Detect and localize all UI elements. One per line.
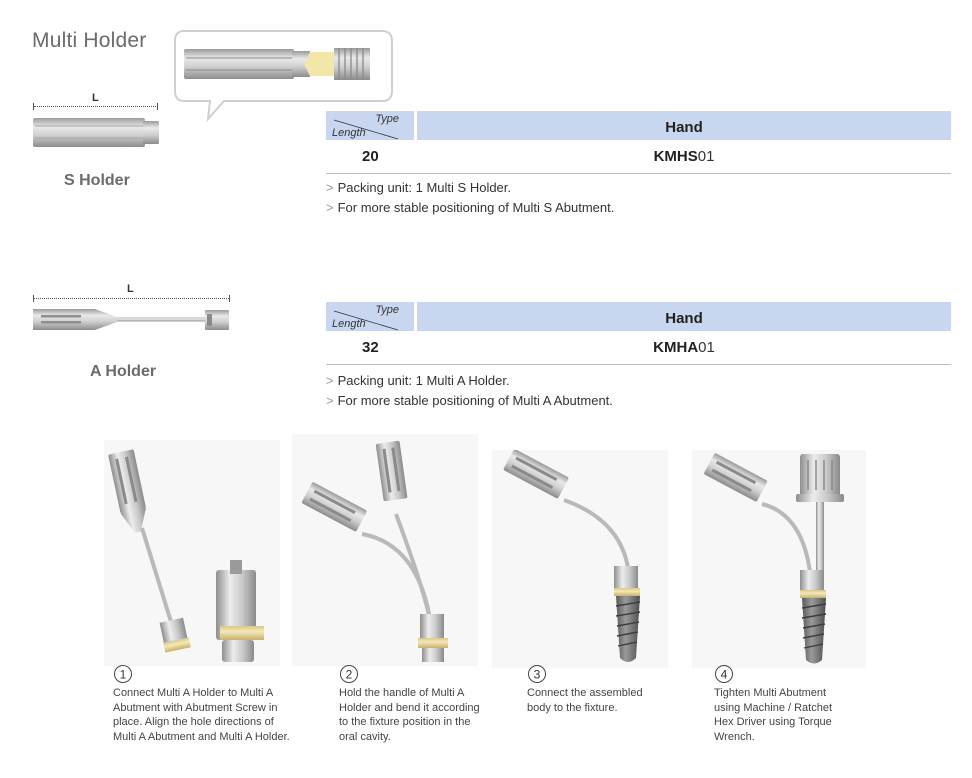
table-corner-cell: Type Length bbox=[326, 302, 414, 331]
note-text: For more stable positioning of Multi A A… bbox=[337, 393, 613, 408]
length-label: Length bbox=[332, 127, 366, 139]
s-holder-image bbox=[33, 116, 161, 155]
a-holder-dim-label: L bbox=[127, 283, 134, 295]
holder-tip-illustration bbox=[174, 30, 393, 123]
step-3-text: Connect the assembled body to the fixtur… bbox=[527, 687, 643, 714]
step-4-illustration bbox=[692, 450, 866, 668]
s-holder-dim-label: L bbox=[92, 92, 99, 104]
row-length: 20 bbox=[362, 148, 379, 165]
svg-text:3: 3 bbox=[534, 668, 541, 682]
s-holder-dim-tick-right bbox=[157, 103, 158, 110]
table-row: 32 KMHA01 bbox=[326, 331, 951, 365]
a-holder-dim-tick-left bbox=[33, 295, 34, 302]
table-corner-cell: Type Length bbox=[326, 111, 414, 140]
note-text: Packing unit: 1 Multi A Holder. bbox=[337, 373, 510, 388]
page-title: Multi Holder bbox=[32, 29, 147, 52]
type-label: Type bbox=[375, 113, 399, 125]
note-marker: > bbox=[326, 180, 334, 195]
svg-text:1: 1 bbox=[120, 668, 127, 682]
a-holder-dim-tick-right bbox=[229, 295, 230, 302]
corner-diagonal bbox=[333, 310, 399, 331]
s-holder-dim-line bbox=[34, 106, 158, 107]
s-note-2: >For more stable positioning of Multi S … bbox=[326, 200, 614, 215]
s-holder-spec-table: Type Length Hand 20 KMHS01 bbox=[326, 111, 951, 174]
table-header: Type Length Hand bbox=[326, 302, 951, 331]
step-4-text: Tighten Multi Abutment using Machine / R… bbox=[714, 687, 833, 743]
step-3-illustration bbox=[492, 449, 668, 668]
step-2-text: Hold the handle of Multi A Holder and be… bbox=[339, 687, 480, 743]
corner-diagonal bbox=[333, 119, 399, 140]
code-suffix: 01 bbox=[697, 148, 715, 165]
type-label: Type bbox=[375, 304, 399, 316]
row-code: KMHA01 bbox=[417, 339, 951, 356]
step-1-number: 1 bbox=[113, 664, 133, 689]
step-2-illustration bbox=[292, 434, 478, 666]
table-header: Type Length Hand bbox=[326, 111, 951, 140]
code-prefix: KMHA bbox=[653, 339, 699, 356]
code-prefix: KMHS bbox=[653, 148, 698, 165]
row-length: 32 bbox=[362, 339, 379, 356]
note-marker: > bbox=[326, 200, 334, 215]
s-holder-name: S Holder bbox=[64, 172, 130, 189]
column-hand: Hand bbox=[417, 302, 951, 331]
note-marker: > bbox=[326, 373, 334, 388]
a-note-2: >For more stable positioning of Multi A … bbox=[326, 393, 613, 408]
s-note-1: >Packing unit: 1 Multi S Holder. bbox=[326, 180, 511, 195]
a-holder-dim-line bbox=[34, 298, 229, 299]
column-hand: Hand bbox=[417, 111, 951, 140]
row-code: KMHS01 bbox=[417, 148, 951, 165]
step-3-number: 3 bbox=[527, 664, 547, 689]
step-1-illustration bbox=[104, 440, 280, 666]
a-holder-image bbox=[33, 306, 233, 339]
holder-tip-callout bbox=[174, 30, 394, 127]
s-holder-dim-tick-left bbox=[33, 103, 34, 110]
a-note-1: >Packing unit: 1 Multi A Holder. bbox=[326, 373, 510, 388]
a-holder-name: A Holder bbox=[90, 363, 157, 380]
svg-text:4: 4 bbox=[721, 668, 728, 682]
code-suffix: 01 bbox=[698, 339, 715, 356]
note-text: For more stable positioning of Multi S A… bbox=[337, 200, 615, 215]
note-text: Packing unit: 1 Multi S Holder. bbox=[337, 180, 512, 195]
note-marker: > bbox=[326, 393, 334, 408]
step-2-number: 2 bbox=[339, 664, 359, 689]
table-row: 20 KMHS01 bbox=[326, 140, 951, 174]
a-holder-spec-table: Type Length Hand 32 KMHA01 bbox=[326, 302, 951, 365]
svg-text:2: 2 bbox=[346, 668, 353, 682]
step-4-number: 4 bbox=[714, 664, 734, 689]
step-1-text: Connect Multi A Holder to Multi A Abutme… bbox=[113, 687, 290, 743]
length-label: Length bbox=[332, 318, 366, 330]
